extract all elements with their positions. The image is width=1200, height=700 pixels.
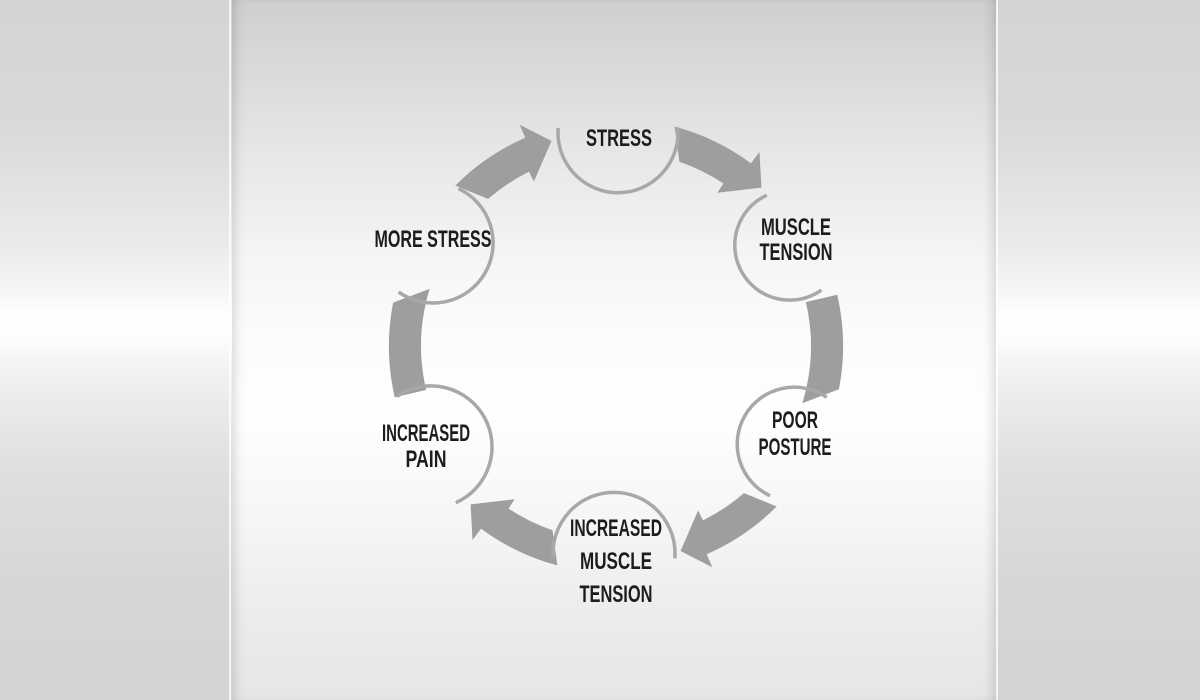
node-label-line: TENSION <box>580 581 653 608</box>
arrow-more-stress-to-stress <box>454 123 552 200</box>
background-center-panel <box>232 0 996 700</box>
panel-edge-highlight-right <box>996 0 998 700</box>
node-label-line: MORE STRESS <box>375 226 492 253</box>
arrow-poor-posture-to-increased-muscle-tension <box>680 492 778 569</box>
node-label-line: STRESS <box>586 125 652 152</box>
node-label-line: POOR <box>772 407 818 434</box>
arrow-muscle-tension-to-poor-posture <box>801 294 844 404</box>
panel-edge-highlight-left <box>229 0 231 700</box>
node-circle-arc <box>556 127 680 195</box>
arrow-stress-to-muscle-tension <box>674 126 762 194</box>
node-circle-arc <box>551 490 677 559</box>
arrow-increased-muscle-tension-to-increased-pain <box>470 498 558 566</box>
node-label-line: PAIN <box>406 446 447 473</box>
background-right-panel <box>996 0 1200 700</box>
node-label-line: POSTURE <box>759 434 832 461</box>
node-label-line: INCREASED <box>570 515 662 542</box>
node-label-line: MUSCLE <box>761 214 831 241</box>
node-label-line: INCREASED <box>382 420 470 447</box>
node-circle-arc <box>733 193 823 302</box>
node-increased-muscle-tension: INCREASED MUSCLE TENSION <box>551 490 677 608</box>
node-circle-arc <box>395 384 494 505</box>
background-left-panel <box>0 0 232 700</box>
node-label-line: TENSION <box>760 239 833 266</box>
node-circle-arc <box>735 385 828 498</box>
node-more-stress: MORE STRESS <box>375 187 495 305</box>
node-stress: STRESS <box>556 125 680 195</box>
node-label-line: MUSCLE <box>580 548 652 575</box>
arrow-increased-pain-to-more-stress <box>388 288 431 398</box>
node-circle-arc <box>397 187 495 305</box>
